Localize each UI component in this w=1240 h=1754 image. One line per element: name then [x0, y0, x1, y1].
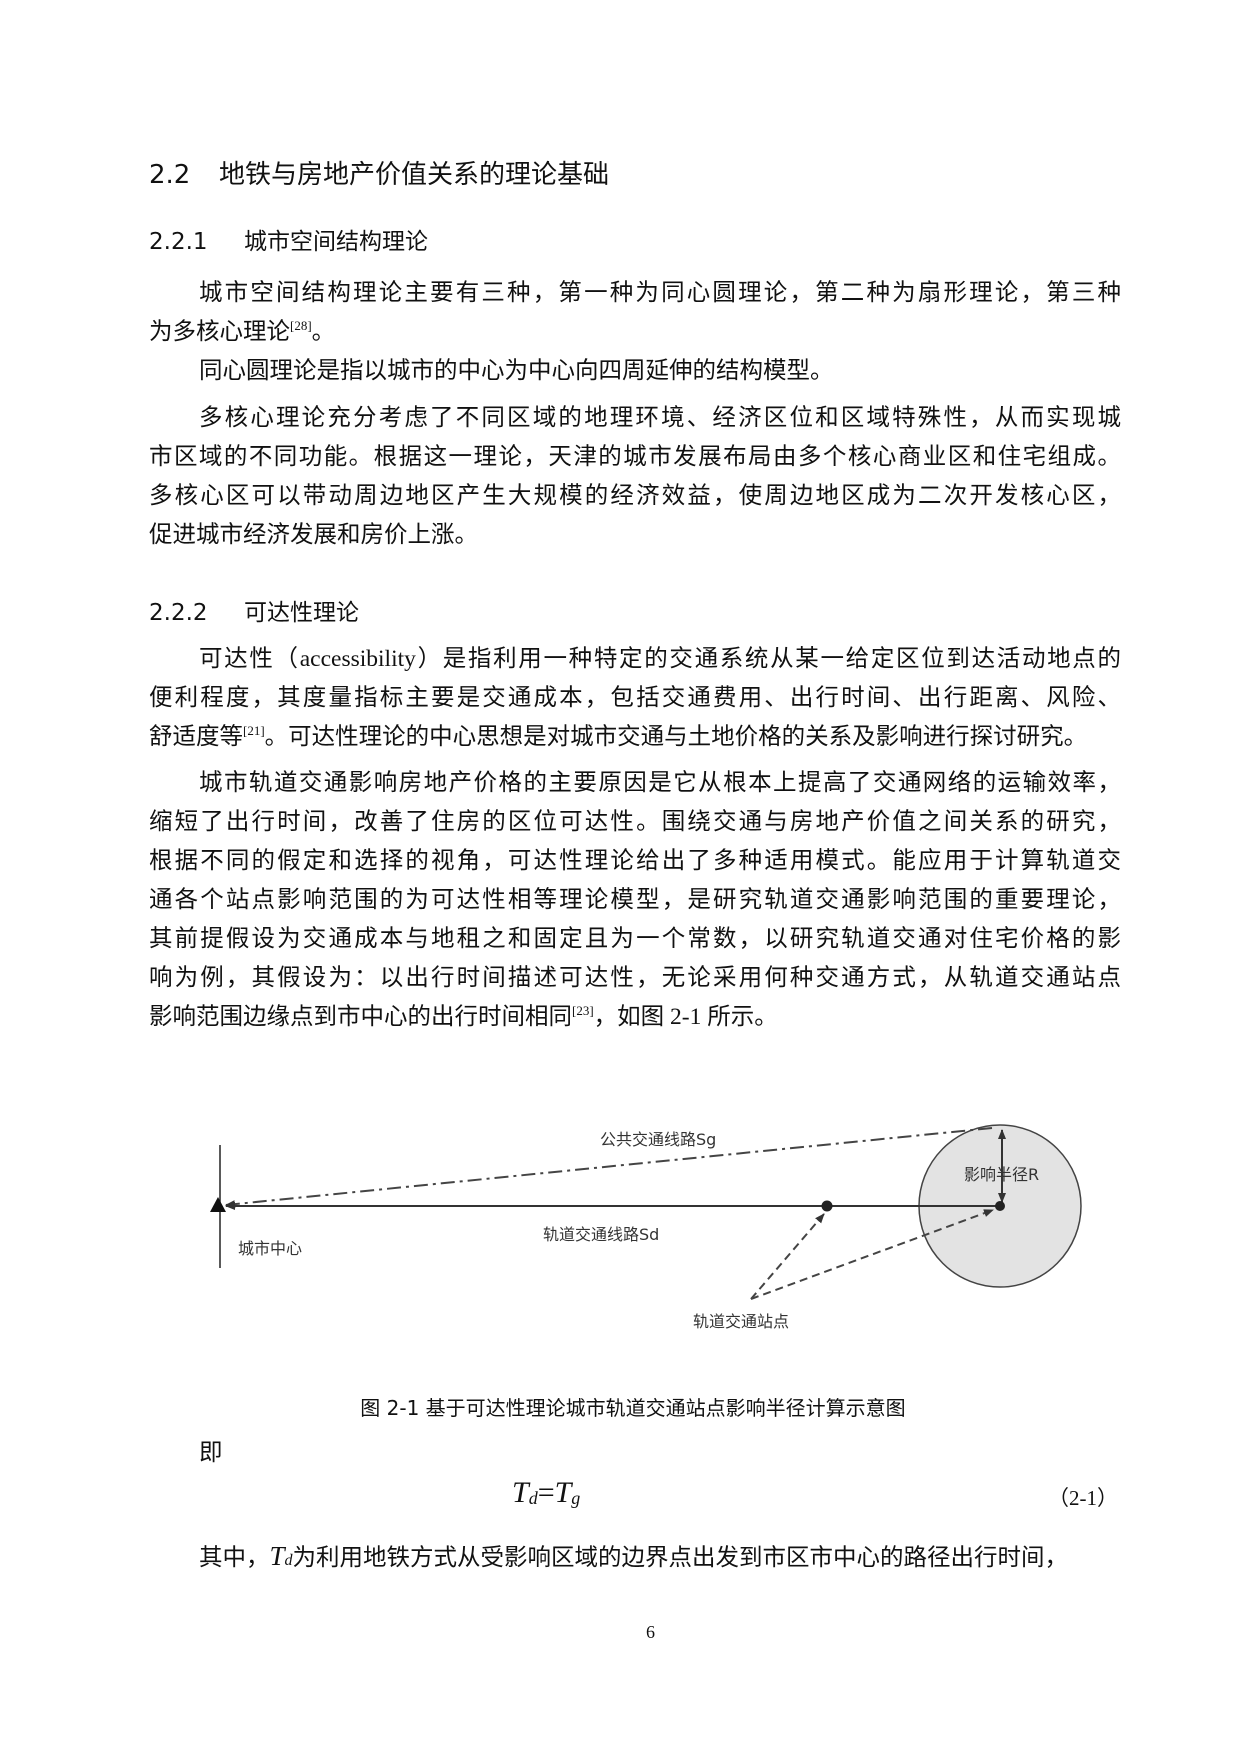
text-line: 响为例，其假设为：以出行时间描述可达性，无论采用何种交通方式，从轨道交通站点 — [149, 959, 1121, 998]
citation: [23] — [572, 1003, 594, 1018]
text-line: 为多核心理论[28]。 — [149, 313, 1121, 352]
paragraph: 城市空间结构理论主要有三种，第一种为同心圆理论，第二种为扇形理论，第三种为多核心… — [149, 274, 1121, 352]
text-line: 便利程度，其度量指标主要是交通成本，包括交通费用、出行时间、出行距离、风险、 — [149, 679, 1121, 718]
equation-var: T — [269, 1541, 285, 1571]
equation-sub: d — [528, 1488, 538, 1508]
text: 为利用地铁方式从受影响区域的边界点出发到市区市中心的路径出行时间， — [292, 1545, 1069, 1571]
text: 其中， — [199, 1545, 270, 1571]
station-dot — [821, 1200, 833, 1212]
figure-caption: 图 2-1 基于可达性理论城市轨道交通站点影响半径计算示意图 — [360, 1396, 906, 1420]
text: 城市轨道交通影响房地产价格的主要原因是它从根本上提高了交通网络的运输效率， — [199, 770, 1121, 796]
subsection-number: 2.2.1 — [149, 229, 208, 255]
text: 根据不同的假定和选择的视角，可达性理论给出了多种适用模式。能应用于计算轨道交 — [149, 848, 1121, 874]
text-line: 市区域的不同功能。根据这一理论，天津的城市发展布局由多个核心商业区和住宅组成。 — [149, 438, 1121, 477]
bus-route-label: 公共交通线路Sg — [600, 1130, 716, 1149]
paragraph: 城市轨道交通影响房地产价格的主要原因是它从根本上提高了交通网络的运输效率， 缩短了… — [149, 764, 1121, 1037]
body-text: 其中，Td为利用地铁方式从受影响区域的边界点出发到市区市中心的路径出行时间， — [199, 1538, 1068, 1572]
equation-var: T — [512, 1476, 529, 1509]
text-line: 影响范围边缘点到市中心的出行时间相同[23]，如图 2-1 所示。 — [149, 998, 1121, 1037]
equation-operator: = — [537, 1476, 555, 1509]
text: 多核心区可以带动周边地区产生大规模的经济效益，使周边地区成为二次开发核心区， — [149, 483, 1121, 509]
equation-number: （2-1） — [1048, 1486, 1118, 1510]
radius-label: 影响半径R — [964, 1165, 1039, 1184]
text: 缩短了出行时间，改善了住房的区位可达性。围绕交通与房地产价值之间关系的研究， — [149, 809, 1121, 835]
subsection-title: 可达性理论 — [244, 600, 359, 626]
station-dot — [995, 1201, 1005, 1211]
paragraph: 同心圆理论是指以城市的中心为中心向四周延伸的结构模型。 — [149, 352, 1121, 391]
text: 便利程度，其度量指标主要是交通成本，包括交通费用、出行时间、出行距离、风险、 — [149, 685, 1121, 711]
text: 舒适度等 — [149, 724, 243, 750]
text: 多核心理论充分考虑了不同区域的地理环境、经济区位和区域特殊性，从而实现城 — [199, 405, 1121, 431]
text: 为多核心理论 — [149, 319, 290, 345]
text-line: 舒适度等[21]。可达性理论的中心思想是对城市交通与土地价格的关系及影响进行探讨… — [149, 718, 1121, 757]
text: 市区域的不同功能。根据这一理论，天津的城市发展布局由多个核心商业区和住宅组成。 — [149, 444, 1121, 470]
section-heading: 2.2 地铁与房地产价值关系的理论基础 — [149, 154, 609, 191]
equation: Td=Tg — [512, 1476, 580, 1510]
text: 其前提假设为交通成本与地租之和固定且为一个常数，以研究轨道交通对住宅价格的影 — [149, 926, 1121, 952]
section-number: 2.2 — [149, 160, 191, 190]
text-line: 同心圆理论是指以城市的中心为中心向四周延伸的结构模型。 — [149, 352, 1121, 391]
text-line: 其前提假设为交通成本与地租之和固定且为一个常数，以研究轨道交通对住宅价格的影 — [149, 920, 1121, 959]
equation-var: T — [554, 1476, 572, 1509]
text-line: 促进城市经济发展和房价上涨。 — [149, 516, 1121, 555]
text: 通各个站点影响范围的为可达性相等理论模型，是研究轨道交通影响范围的重要理论， — [149, 887, 1121, 913]
text-line: 通各个站点影响范围的为可达性相等理论模型，是研究轨道交通影响范围的重要理论， — [149, 881, 1121, 920]
station-pointer-arrow — [750, 1213, 825, 1300]
city-center-label: 城市中心 — [238, 1239, 302, 1258]
bus-route-line — [225, 1127, 993, 1209]
text: 城市空间结构理论主要有三种，第一种为同心圆理论，第二种为扇形理论，第三种 — [199, 280, 1121, 306]
paragraph: 可达性（accessibility）是指利用一种特定的交通系统从某一给定区位到达… — [149, 640, 1121, 757]
text-line: 多核心区可以带动周边地区产生大规模的经济效益，使周边地区成为二次开发核心区， — [149, 477, 1121, 516]
text-line: 缩短了出行时间，改善了住房的区位可达性。围绕交通与房地产价值之间关系的研究， — [149, 803, 1121, 842]
city-center-triangle-icon — [210, 1197, 226, 1212]
subsection-title: 城市空间结构理论 — [244, 229, 428, 255]
section-title: 地铁与房地产价值关系的理论基础 — [219, 160, 610, 190]
text: 促进城市经济发展和房价上涨。 — [149, 522, 478, 548]
text-line: 根据不同的假定和选择的视角，可达性理论给出了多种适用模式。能应用于计算轨道交 — [149, 842, 1121, 881]
figure-diagram: 公共交通线路Sg 影响半径R 轨道交通线路Sd 城市中心 轨道交通站点 — [210, 1124, 1082, 1331]
citation: [21] — [243, 723, 265, 738]
text: 响为例，其假设为：以出行时间描述可达性，无论采用何种交通方式，从轨道交通站点 — [149, 965, 1121, 991]
paragraph: 多核心理论充分考虑了不同区域的地理环境、经济区位和区域特殊性，从而实现城市区域的… — [149, 399, 1121, 555]
citation: [28] — [290, 318, 312, 333]
text-line: 城市轨道交通影响房地产价格的主要原因是它从根本上提高了交通网络的运输效率， — [149, 764, 1121, 803]
station-label: 轨道交通站点 — [693, 1312, 789, 1331]
text-line: 可达性（accessibility）是指利用一种特定的交通系统从某一给定区位到达… — [149, 640, 1121, 679]
station-pointer-arrow — [750, 1209, 994, 1300]
equation-sub: g — [571, 1488, 581, 1508]
rail-route-label: 轨道交通线路Sd — [543, 1225, 659, 1244]
page-number: 6 — [646, 1622, 655, 1642]
subsection-heading-1: 2.2.1 城市空间结构理论 — [149, 222, 428, 256]
equation-sub: d — [284, 1552, 293, 1569]
text: 影响范围边缘点到市中心的出行时间相同 — [149, 1004, 572, 1030]
subsection-number: 2.2.2 — [149, 600, 208, 626]
text: 同心圆理论是指以城市的中心为中心向四周延伸的结构模型。 — [199, 358, 834, 384]
text: 可达性（accessibility）是指利用一种特定的交通系统从某一给定区位到达… — [199, 646, 1121, 672]
text-line: 多核心理论充分考虑了不同区域的地理环境、经济区位和区域特殊性，从而实现城 — [149, 399, 1121, 438]
body-text: 即 — [199, 1440, 223, 1466]
text: ，如图 2-1 所示。 — [593, 1004, 778, 1030]
text: 。可达性理论的中心思想是对城市交通与土地价格的关系及影响进行探讨研究。 — [264, 724, 1088, 750]
subsection-heading-2: 2.2.2 可达性理论 — [149, 593, 359, 627]
text-line: 城市空间结构理论主要有三种，第一种为同心圆理论，第二种为扇形理论，第三种 — [149, 274, 1121, 313]
text: 。 — [311, 319, 336, 345]
